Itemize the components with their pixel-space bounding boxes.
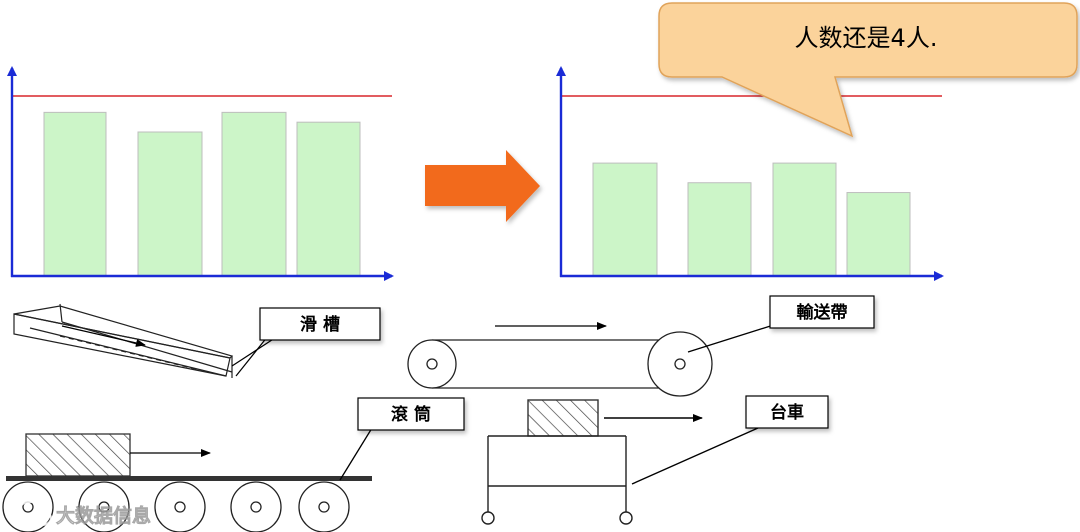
conveyor-illustration	[407, 321, 784, 397]
chart-after	[556, 66, 944, 281]
bar-4	[296, 121, 361, 277]
svg-text:台車: 台車	[770, 402, 804, 423]
cart-label: 台車	[745, 395, 829, 429]
chute-label: 滑 槽	[259, 307, 381, 341]
wechat-icon	[17, 501, 52, 526]
bar-3	[221, 111, 287, 277]
callout-text: 人数还是4人.	[795, 24, 938, 52]
chute-illustration	[13, 303, 279, 378]
bar-2	[687, 182, 752, 277]
speech-callout: 人数还是4人.	[658, 2, 1078, 138]
bar-1	[43, 111, 107, 277]
chart-before	[6, 66, 394, 281]
svg-text:輸送帶: 輸送帶	[797, 302, 848, 323]
svg-text:滾 筒: 滾 筒	[391, 404, 431, 425]
conveyor-label: 輸送帶	[769, 295, 875, 329]
watermark: 大数据信息	[17, 501, 151, 527]
bar-2	[137, 131, 203, 277]
roller-illustration	[2, 427, 373, 532]
roller-label: 滾 筒	[357, 397, 465, 431]
bar-4	[846, 192, 911, 277]
svg-text:滑 槽: 滑 槽	[300, 314, 340, 335]
transition-arrow-icon	[425, 150, 540, 222]
watermark-text: 大数据信息	[56, 504, 151, 527]
bar-3	[772, 162, 837, 277]
bar-1	[592, 162, 658, 277]
cart-illustration	[481, 399, 759, 525]
